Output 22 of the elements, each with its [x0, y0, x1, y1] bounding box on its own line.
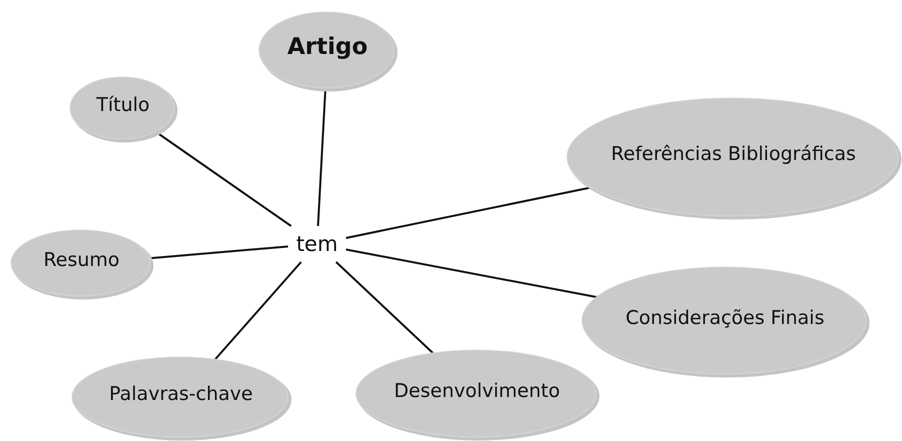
linking-word: tem [292, 230, 342, 258]
concept-ellipse [70, 355, 292, 441]
connector-line [346, 248, 598, 298]
connector-line [317, 88, 326, 226]
connector-line [214, 261, 302, 361]
concept-label: Palavras-chave [109, 383, 253, 405]
concept-ellipse [354, 348, 600, 441]
connector-line [335, 261, 434, 355]
concept-ellipse [257, 10, 398, 92]
concept-label: Desenvolvimento [394, 380, 560, 402]
concept-ellipse [68, 75, 178, 143]
concept-ellipse [580, 265, 870, 378]
concept-ellipse [9, 228, 154, 300]
concept-label: Considerações Finais [626, 306, 824, 328]
concept-label: Título [96, 94, 150, 116]
concept-label: Artigo [287, 34, 368, 60]
concept-ellipse [565, 96, 902, 220]
connector-line [150, 246, 288, 260]
concept-label: Resumo [43, 249, 120, 271]
concept-label: Referências Bibliográficas [611, 143, 856, 165]
connector-line [156, 132, 292, 227]
connector-line [346, 186, 590, 239]
